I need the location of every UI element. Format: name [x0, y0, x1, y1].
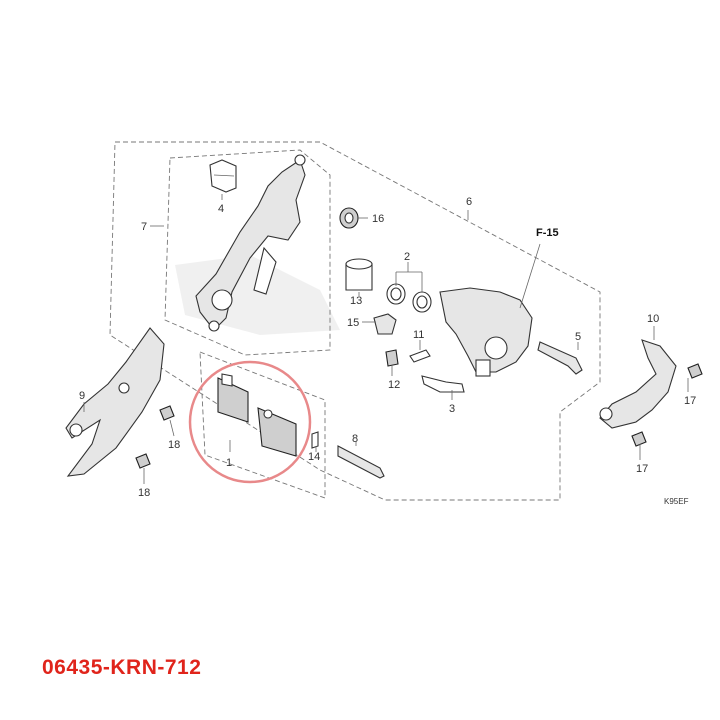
callout-17-upper: 17 — [684, 395, 696, 407]
bolt-17-lower — [631, 431, 647, 447]
callout-18-upper: 18 — [168, 439, 180, 451]
pad-spring-clip-part — [209, 159, 237, 193]
bleeder-screw-part — [409, 349, 431, 363]
callout-10: 10 — [647, 313, 659, 325]
callout-12: 12 — [388, 379, 400, 391]
caliper-bracket-part — [195, 154, 306, 332]
part-number: 06435-KRN-712 — [42, 656, 202, 679]
brake-pad-set-part — [217, 373, 297, 457]
bracket-group-outline — [164, 149, 331, 356]
callout-16: 16 — [372, 213, 384, 225]
callout-17-lower: 17 — [636, 463, 648, 475]
callout-14: 14 — [308, 451, 320, 463]
diagram-code: K95EF — [664, 497, 689, 506]
leader-lines — [83, 194, 689, 484]
disc-guard-part — [65, 327, 165, 477]
pad-pin-part — [337, 445, 385, 479]
callout-9: 9 — [79, 390, 85, 402]
callout-8: 8 — [352, 433, 358, 445]
callout-15: 15 — [347, 317, 359, 329]
pad-pin-clip-part — [311, 431, 319, 449]
pad-spring-part — [421, 375, 465, 393]
callout-5: 5 — [575, 331, 581, 343]
callout-4: 4 — [218, 203, 224, 215]
bolt-18-upper — [159, 405, 175, 421]
callout-18-lower: 18 — [138, 487, 150, 499]
piston-seal-part — [386, 283, 432, 313]
callout-2: 2 — [404, 251, 410, 263]
bleeder-cap-part — [385, 349, 399, 367]
callout-1: 1 — [226, 457, 232, 469]
callout-13: 13 — [350, 295, 362, 307]
sleeve-part — [345, 258, 373, 291]
boot-part — [339, 207, 359, 229]
bolt-18-lower — [135, 453, 151, 469]
pin-bolt-part — [537, 341, 583, 375]
callout-7: 7 — [141, 221, 147, 233]
caliper-guard-part — [599, 339, 677, 429]
callout-11: 11 — [413, 329, 424, 341]
caliper-body-part — [439, 287, 533, 377]
caliper-pin-part — [373, 313, 397, 335]
reference-label: F-15 — [536, 227, 559, 239]
pad-group-outline — [199, 351, 326, 499]
callout-6: 6 — [466, 196, 472, 208]
bolt-17-upper — [687, 363, 703, 379]
caliper-assembly-outline — [109, 141, 601, 501]
callout-3: 3 — [449, 403, 455, 415]
highlight-circle — [188, 360, 312, 484]
